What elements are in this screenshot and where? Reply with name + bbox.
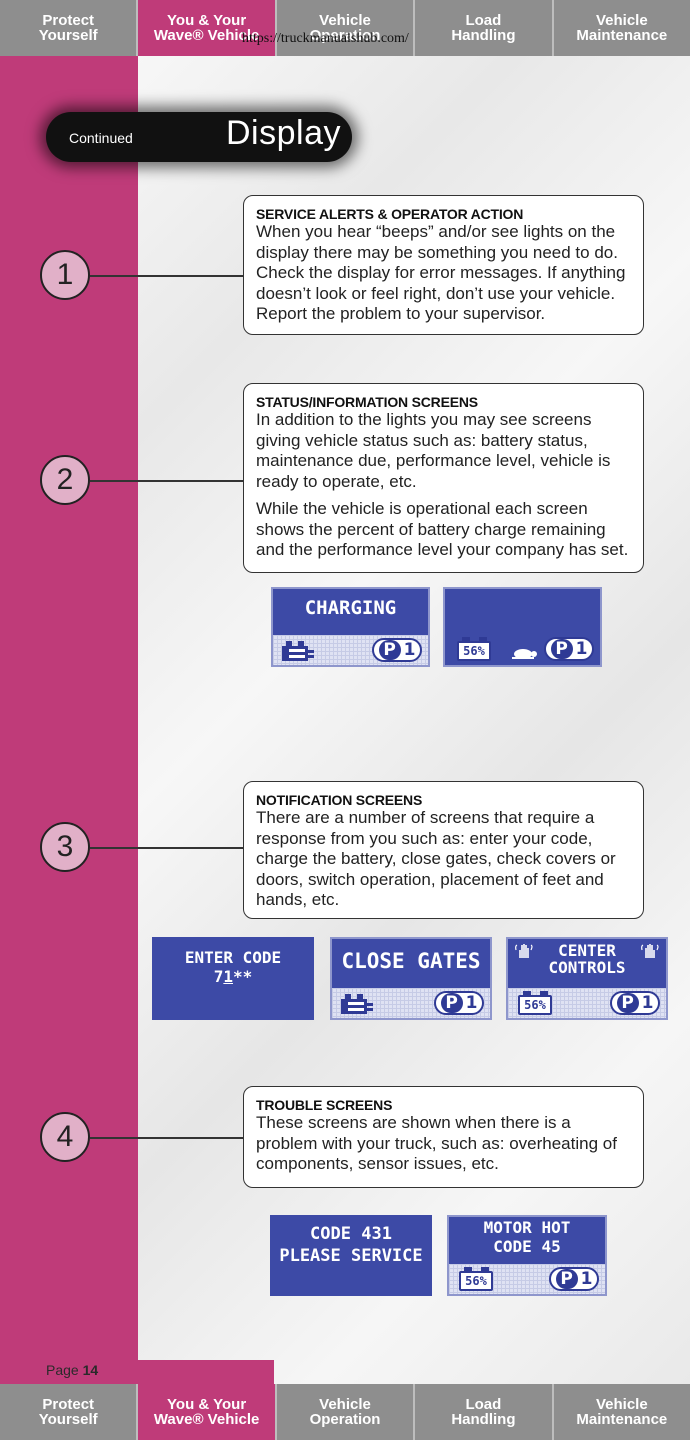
section-color-footer xyxy=(138,1360,274,1384)
callout-service-alerts: SERVICE ALERTS & OPERATOR ACTION When yo… xyxy=(243,195,644,335)
hand-right-icon xyxy=(641,944,659,958)
callout-heading: TROUBLE SCREENS xyxy=(256,1097,393,1113)
callout-heading: STATUS/INFORMATION SCREENS xyxy=(256,394,478,410)
continued-label: Continued xyxy=(69,130,133,146)
callout-notification-screens: NOTIFICATION SCREENS There are a number … xyxy=(243,781,644,919)
callout-text: These screens are shown when there is a … xyxy=(256,1113,617,1173)
battery-icon: 56% xyxy=(518,991,552,1015)
step-number-4: 4 xyxy=(40,1112,90,1162)
lcd-subtitle: PLEASE SERVICE xyxy=(279,1246,423,1266)
battery-icon: 56% xyxy=(457,637,491,661)
callout-heading: NOTIFICATION SCREENS xyxy=(256,792,423,808)
page-title: Display xyxy=(226,114,341,152)
leader-line-3 xyxy=(90,847,243,849)
title-banner xyxy=(46,112,352,162)
callout-text: When you hear “beeps” and/or see lights … xyxy=(256,222,626,323)
lcd-code-entry: 71** xyxy=(213,967,253,986)
step-number-2: 2 xyxy=(40,455,90,505)
callout-status-screens: STATUS/INFORMATION SCREENS In addition t… xyxy=(243,383,644,573)
callout-heading: SERVICE ALERTS & OPERATOR ACTION xyxy=(256,206,524,222)
leader-line-4 xyxy=(90,1137,243,1139)
charging-plug-icon xyxy=(341,994,373,1014)
charging-plug-icon xyxy=(282,641,314,661)
leader-line-2 xyxy=(90,480,243,482)
leader-line-1 xyxy=(90,275,243,277)
lcd-code-431-screen: CODE 431 PLEASE SERVICE xyxy=(270,1215,432,1296)
step-number-1: 1 xyxy=(40,250,90,300)
lcd-title: CHARGING xyxy=(304,597,397,619)
callout-trouble-screens: TROUBLE SCREENS These screens are shown … xyxy=(243,1086,644,1188)
callout-text: In addition to the lights you may see sc… xyxy=(256,410,611,491)
hand-left-icon xyxy=(515,944,533,958)
lcd-subtitle: CODE 45 xyxy=(493,1237,561,1256)
callout-text: There are a number of screens that requi… xyxy=(256,808,616,909)
lcd-title: ENTER CODE xyxy=(184,948,282,967)
url-watermark[interactable]: https://truckmanualshub.com/ xyxy=(242,31,409,46)
lcd-subtitle: CONTROLS xyxy=(548,958,626,977)
lcd-title: CENTER xyxy=(558,941,616,960)
battery-icon: 56% xyxy=(459,1267,493,1291)
lcd-enter-code-screen: ENTER CODE 71** xyxy=(152,937,314,1020)
lcd-title: MOTOR HOT xyxy=(483,1218,571,1237)
lcd-title: CODE 431 xyxy=(310,1224,392,1244)
step-number-3: 3 xyxy=(40,822,90,872)
callout-text: While the vehicle is operational each sc… xyxy=(256,499,629,559)
lcd-title: CLOSE GATES xyxy=(341,949,481,973)
turtle-icon xyxy=(512,649,537,659)
page-number: Page 14 xyxy=(46,1362,99,1378)
